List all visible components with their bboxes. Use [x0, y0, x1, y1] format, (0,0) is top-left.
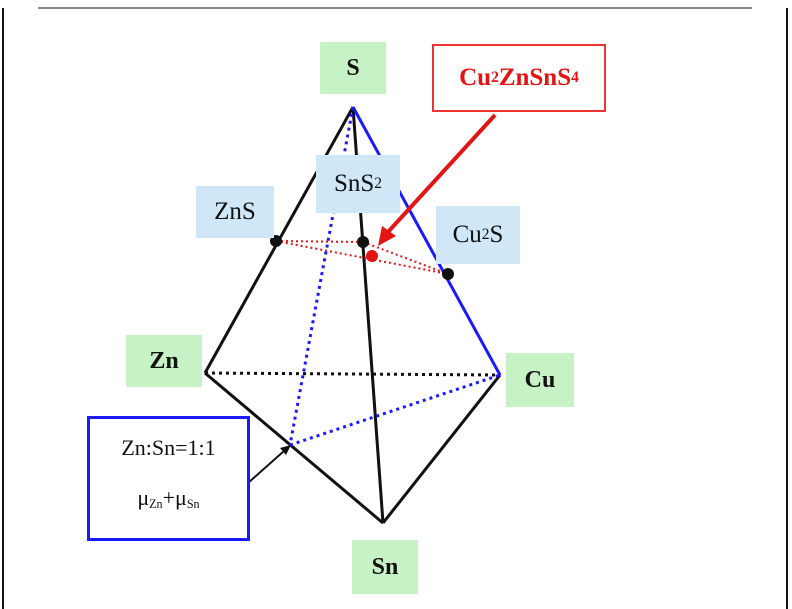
- tie-zns-cu2s: [275, 240, 449, 275]
- arrow-target-head: [378, 226, 396, 246]
- point-zns: [270, 235, 282, 247]
- mu-sn-subscript: Sn: [186, 497, 200, 512]
- line-znsn-midpoint-to-cu: [289, 373, 501, 447]
- ratio-annotation-box: Zn:Sn=1:1 μZn+μSn: [87, 416, 250, 541]
- cu2s-part-b: S: [489, 221, 504, 248]
- compound-label-zns: ZnS: [196, 186, 274, 238]
- point-cu2znsns4: [366, 250, 378, 262]
- mu-zn: μ: [137, 485, 150, 510]
- plus-sign: +: [162, 485, 176, 510]
- chemical-potential-sum: μZn+μSn: [90, 485, 247, 511]
- edge-cu-sn: [381, 374, 502, 524]
- mu-sn: μ: [175, 485, 187, 510]
- mu-zn-subscript: Zn: [149, 497, 163, 512]
- edge-zn-cu-hidden: [204, 371, 501, 377]
- vertex-label-sn: Sn: [352, 540, 418, 594]
- target-part-1: Cu: [459, 64, 492, 91]
- point-sns2: [357, 236, 369, 248]
- tie-zns-sns2: [275, 240, 364, 243]
- cu2s-part-a: Cu: [452, 221, 482, 248]
- edge-zn-sn: [204, 371, 384, 525]
- arrow-ratio-shaft: [247, 450, 285, 484]
- target-part-2: ZnSnS: [498, 64, 572, 91]
- sns2-base: SnS: [333, 170, 375, 197]
- vertex-label-zn: Zn: [126, 335, 202, 387]
- arrow-target-shaft: [386, 113, 497, 234]
- vertex-label-s: S: [320, 42, 386, 94]
- point-cu2s: [442, 268, 454, 280]
- arrow-ratio-head: [280, 445, 291, 455]
- tie-sns2-cu2s: [362, 241, 449, 275]
- vertex-label-cu: Cu: [506, 353, 574, 407]
- edge-s-cu: [351, 106, 502, 376]
- ratio-text: Zn:Sn=1:1: [121, 435, 216, 460]
